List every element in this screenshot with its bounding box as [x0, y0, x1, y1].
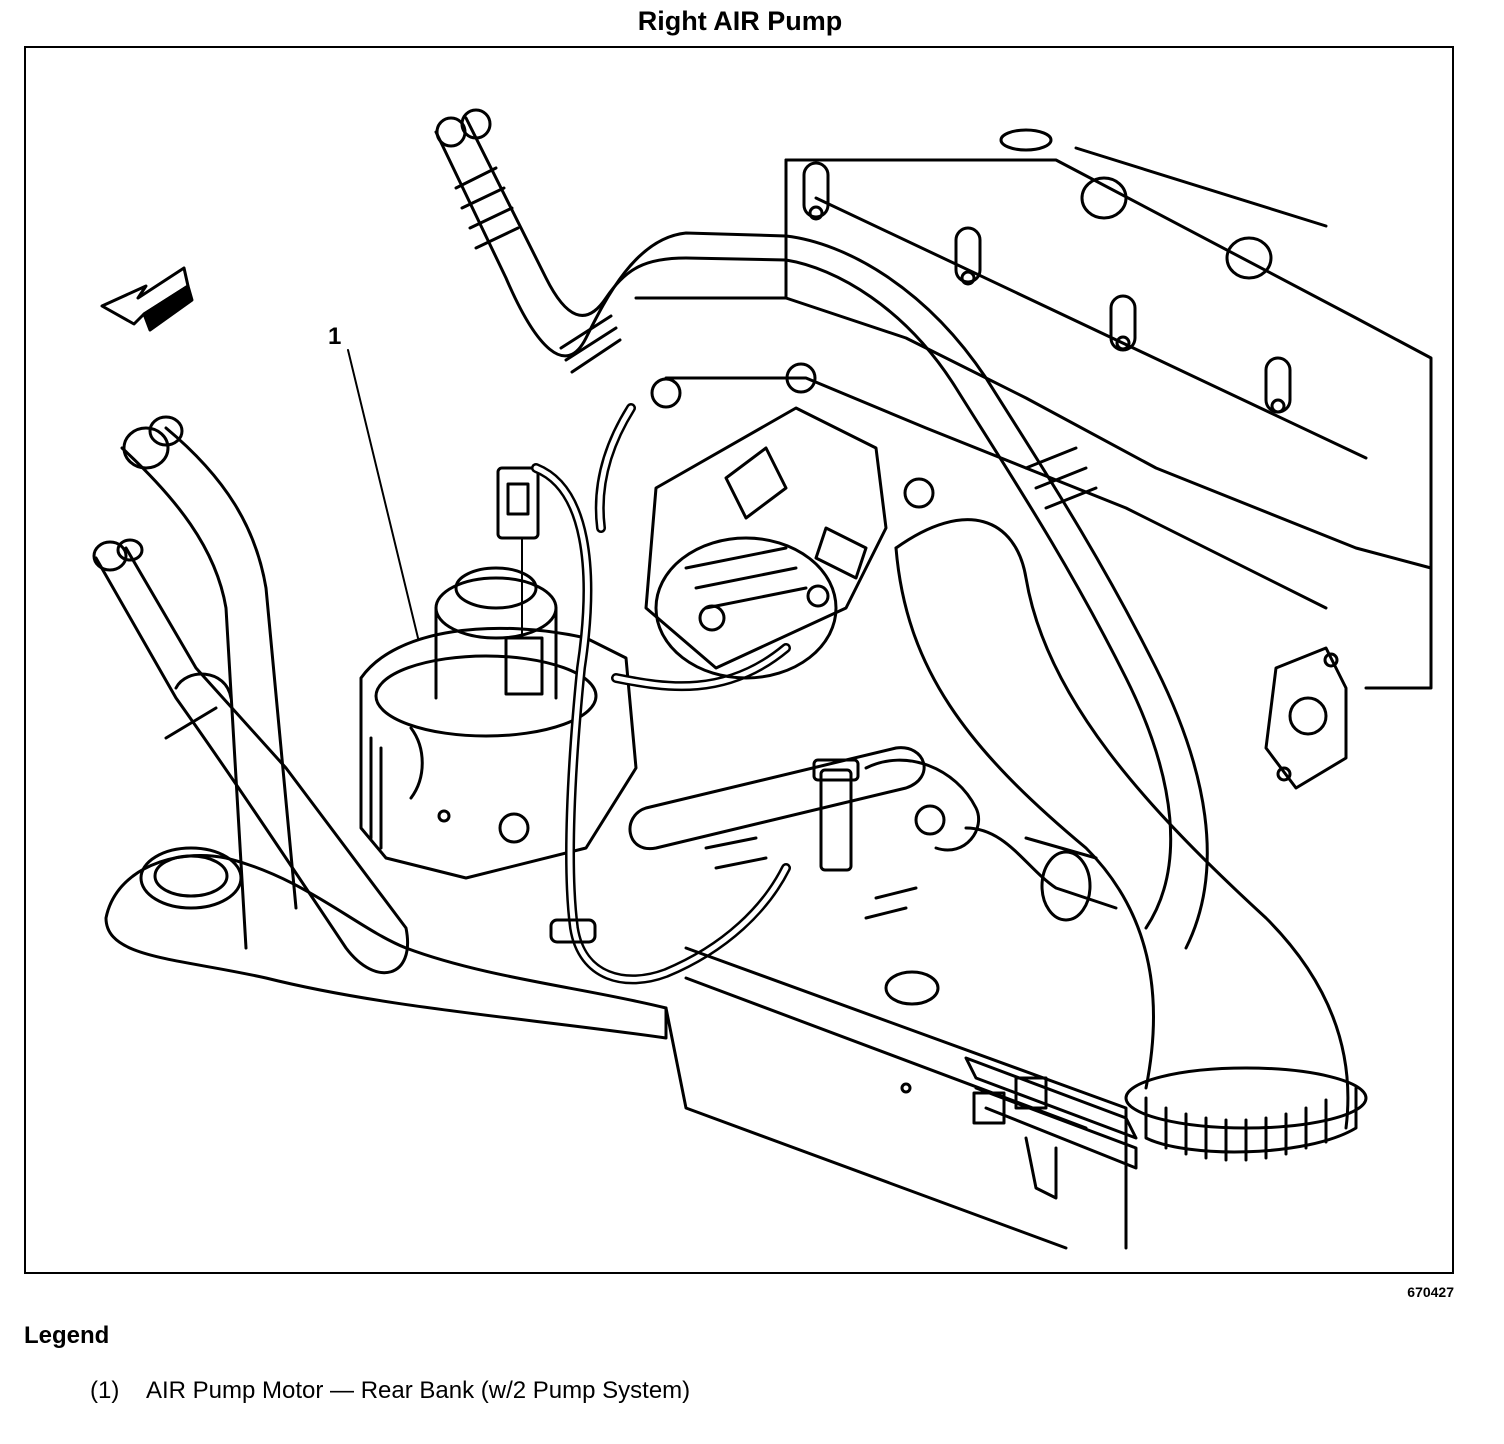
engine-block — [784, 128, 1433, 690]
fuel-line-clip — [964, 1056, 1138, 1200]
wiring-harness — [531, 403, 791, 985]
callout-leader-line — [347, 349, 419, 639]
legend-heading: Legend — [24, 1322, 110, 1349]
callout-1-label: 1 — [328, 323, 341, 350]
forward-arrow-icon — [100, 266, 194, 332]
exhaust-manifold — [634, 296, 1433, 610]
air-pump-motor — [359, 566, 638, 880]
figure-id: 670427 — [1407, 1284, 1454, 1300]
air-hose-left — [92, 415, 409, 975]
legend-item-text: AIR Pump Motor — Rear Bank (w/2 Pump Sys… — [146, 1377, 691, 1404]
exhaust-flange — [1264, 646, 1348, 790]
air-pump-body — [644, 406, 888, 680]
illustration-frame: 1 — [24, 46, 1454, 1274]
air-hose-upper — [434, 108, 1209, 950]
air-pump-illustration: 1 — [92, 108, 1433, 1250]
check-valve-assembly — [628, 746, 1118, 922]
engine-cradle — [104, 846, 1128, 1250]
page-title: Right AIR Pump — [637, 6, 843, 36]
legend-item-number: (1) — [90, 1377, 120, 1404]
harness-clip — [549, 918, 597, 944]
exhaust-pipe — [894, 518, 1368, 1162]
pump-motor-connector — [496, 466, 540, 639]
